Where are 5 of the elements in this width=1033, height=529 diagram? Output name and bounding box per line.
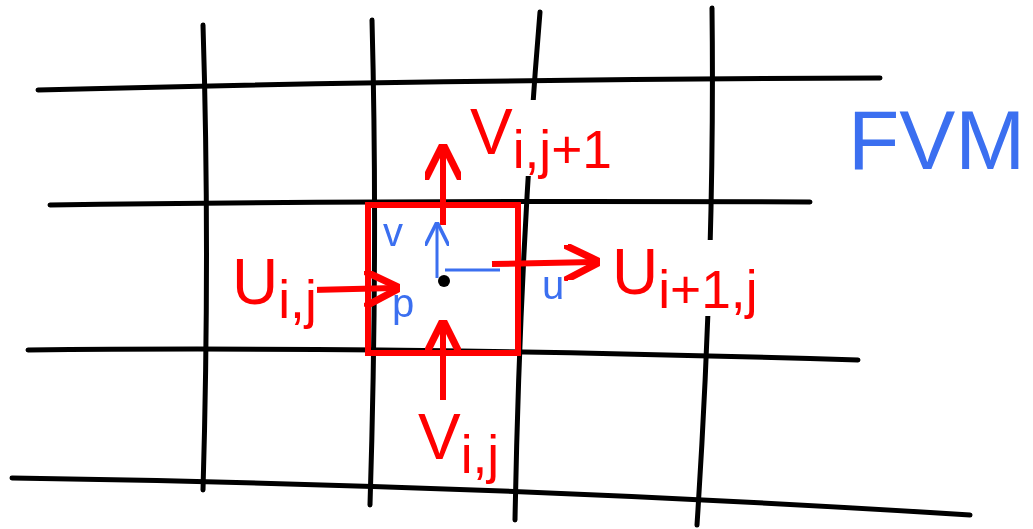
variable-label: v xyxy=(383,212,403,252)
title: FVM xyxy=(848,98,1026,182)
variable-label: u xyxy=(542,265,565,305)
variable-label: p xyxy=(392,283,415,323)
velocity-label: V$_{i,j+1}$ xyxy=(470,100,612,177)
